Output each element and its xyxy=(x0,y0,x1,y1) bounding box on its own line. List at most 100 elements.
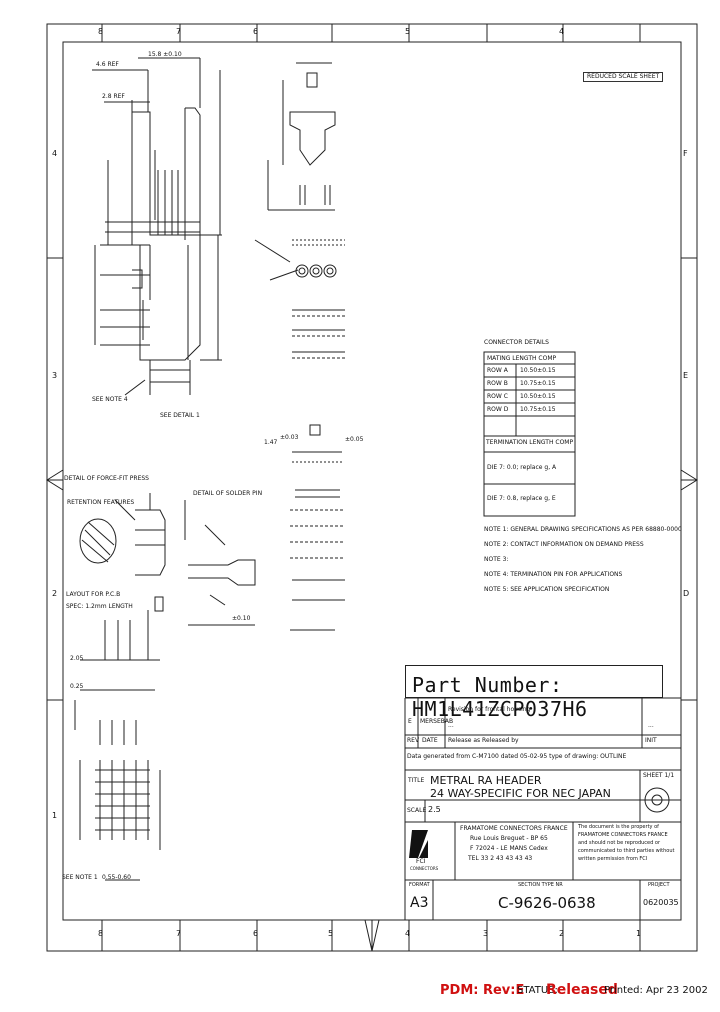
note: NOTE 2: CONTACT INFORMATION ON DEMAND PR… xyxy=(484,541,644,548)
title-line-2: 24 WAY-SPECIFIC FOR NEC JAPAN xyxy=(430,787,611,800)
outer-frame xyxy=(46,23,698,952)
sheet-number: SHEET 1/1 xyxy=(643,772,675,779)
note: NOTE 4: TERMINATION PIN FOR APPLICATIONS xyxy=(484,571,623,578)
status-value: Released xyxy=(546,982,618,998)
table-title: CONNECTOR DETAILS xyxy=(484,339,549,346)
table-row-value: 10.50±0.15 xyxy=(520,393,556,400)
note: NOTE 1: GENERAL DRAWING SPECIFICATIONS A… xyxy=(484,526,682,533)
see-note-label: SEE NOTE 4 xyxy=(92,396,128,403)
table-row-value: DIE 7: 0.0; replace g, A xyxy=(487,464,557,471)
title-label: TITLE xyxy=(408,777,425,784)
row-label: 2 xyxy=(52,589,58,598)
confidential-line: communicated to third parties without xyxy=(578,848,675,854)
confidential-line: and should not be reproduced or xyxy=(578,840,661,846)
company-line: Rue Louis Breguet - BP 65 xyxy=(470,835,548,842)
table-header: MATING LENGTH COMP xyxy=(487,355,557,362)
rev-letter: E xyxy=(408,718,412,725)
row-label: 3 xyxy=(52,371,58,380)
logo-text: FCI xyxy=(416,858,426,865)
project-label: PROJECT xyxy=(648,882,670,888)
rev-init: INIT xyxy=(645,737,657,744)
table-row-label: ROW D xyxy=(487,406,509,413)
company-line: TEL 33 2 43 43 43 43 xyxy=(468,855,533,862)
col-label: 5 xyxy=(328,929,334,938)
col-label: 1 xyxy=(636,929,642,938)
table-header: TERMINATION LENGTH COMP xyxy=(486,439,574,446)
company-line: FRAMATOME CONNECTORS FRANCE xyxy=(460,825,568,832)
format-value: A3 xyxy=(410,895,429,911)
rev-init: ... xyxy=(648,722,654,729)
confidential-line: The document is the property of xyxy=(578,824,659,830)
row-label: 4 xyxy=(52,149,58,158)
table-row-value: 10.75±0.15 xyxy=(520,406,556,413)
status-label: STATUS: xyxy=(517,985,558,996)
detail-title: DETAIL OF FORCE-FIT PRESS xyxy=(64,475,149,482)
fci-logo-mark xyxy=(409,830,428,858)
col-label: 6 xyxy=(253,27,259,36)
col-label: 3 xyxy=(483,929,489,938)
table-row-label: ROW C xyxy=(487,393,508,400)
part-number: Part Number: HM1L41ZCP037H6 xyxy=(412,673,588,721)
see-note-label: SEE NOTE 1 xyxy=(62,874,98,881)
rev-desc: Revision for frontal housing xyxy=(448,706,531,713)
detail-title: LAYOUT FOR P.C.B xyxy=(66,591,121,598)
detail-label: SPEC: 1.2mm LENGTH xyxy=(66,603,133,610)
note: NOTE 5: SEE APPLICATION SPECIFICATION xyxy=(484,586,610,593)
row-label: D xyxy=(683,589,690,598)
dim-label: 0.55-0.60 xyxy=(102,874,131,881)
col-label: 5 xyxy=(405,27,411,36)
col-label: 2 xyxy=(559,929,565,938)
scale-label: SCALE xyxy=(407,807,427,814)
connector-body-outline xyxy=(131,111,201,361)
note: NOTE 3: xyxy=(484,556,509,563)
pdm-revision: PDM: Rev:E xyxy=(440,983,525,998)
col-label: 4 xyxy=(405,929,411,938)
drawing-label: SECTION TYPE NR xyxy=(518,882,563,888)
table-row-value: 10.75±0.15 xyxy=(520,380,556,387)
part-number-box: Part Number: HM1L41ZCP037H6 xyxy=(405,665,663,721)
row-label: 1 xyxy=(52,811,58,820)
detail-title: DETAIL OF SOLDER PIN xyxy=(193,490,263,497)
table-row-value: DIE 7: 0.8, replace g, E xyxy=(487,495,556,502)
confidential-line: FRAMATOME CONNECTORS FRANCE xyxy=(578,832,668,838)
dim-label: 0.25 xyxy=(70,683,84,690)
col-label: 7 xyxy=(176,929,182,938)
dim-label: ±0.03 xyxy=(280,434,299,441)
dim-label: ±0.05 xyxy=(345,436,364,443)
reduced-scale-note: REDUCED SCALE SHEET xyxy=(583,72,664,82)
col-label: 4 xyxy=(559,27,565,36)
row-label: F xyxy=(683,149,688,158)
detail-label: RETENTION FEATURES xyxy=(67,499,135,506)
dim-label: ±0.10 xyxy=(232,615,251,622)
generated-note: Data generated from C-M7100 dated 05-02-… xyxy=(407,753,627,760)
dim-label: 2.8 REF xyxy=(102,93,125,100)
dim-label: 2.05 xyxy=(70,655,84,662)
col-label: 8 xyxy=(98,27,104,36)
table-row-label: ROW A xyxy=(487,367,508,374)
col-label: 6 xyxy=(253,929,259,938)
project-number: 0620035 xyxy=(643,898,679,907)
col-label: 7 xyxy=(176,27,182,36)
table-row-label: ROW B xyxy=(487,380,508,387)
rev-by: MERSEBAB xyxy=(420,718,454,725)
rev-desc: Release as Released by xyxy=(448,737,519,744)
dim-label: 15.8 ±0.10 xyxy=(148,51,182,58)
rev-letter: REV xyxy=(407,737,420,744)
scale-value: 2.5 xyxy=(428,805,441,814)
confidential-line: written permission from FCI xyxy=(578,856,648,862)
row-label: E xyxy=(683,371,689,380)
drawing-number: C-9626-0638 xyxy=(498,894,596,912)
title-line-1: METRAL RA HEADER xyxy=(430,774,542,787)
logo-sub: CONNECTORS xyxy=(410,866,439,871)
printed-date: Printed: Apr 23 2002 xyxy=(604,985,708,996)
dim-label: 4.6 REF xyxy=(96,61,119,68)
col-label: 8 xyxy=(98,929,104,938)
company-line: F 72024 - LE MANS Cedex xyxy=(470,845,548,852)
see-detail-label: SEE DETAIL 1 xyxy=(160,412,200,419)
rev-desc: ... xyxy=(448,722,454,729)
table-row-value: 10.50±0.15 xyxy=(520,367,556,374)
rev-by: DATE xyxy=(422,737,438,744)
format-label: FORMAT xyxy=(409,882,430,888)
